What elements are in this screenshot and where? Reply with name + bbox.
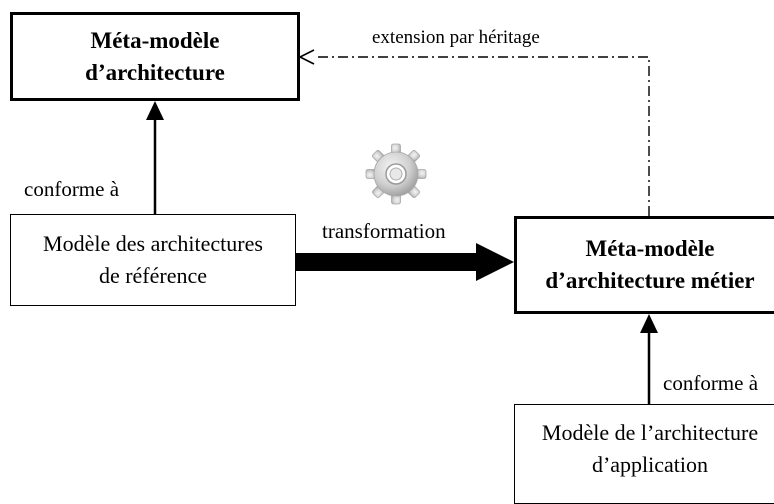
conforms-label-top: conforme à <box>24 177 120 201</box>
application-model-line1: Modèle de l’architecture <box>541 420 759 445</box>
application-model-line2: d’application <box>591 452 709 477</box>
reference-models-line2: de référence <box>98 263 208 288</box>
transformation-arrowhead <box>476 243 514 281</box>
meta-architecture-line2: d’architecture <box>85 59 225 85</box>
reference-models-box: Modèle des architectures de référence <box>10 214 296 306</box>
conforms-arrowhead-bottom <box>640 314 658 333</box>
meta-architecture-box: Méta-modèle d’architecture <box>10 12 300 101</box>
business-meta-model-line2: d’architecture métier <box>545 268 755 293</box>
transformation-label: transformation <box>322 219 446 243</box>
business-meta-model-box: Méta-modèle d’architecture métier <box>514 216 774 314</box>
conforms-arrowhead-top <box>146 101 164 120</box>
gear-icon <box>365 143 427 205</box>
business-meta-model-line1: Méta-modèle <box>585 236 715 261</box>
inheritance-label: extension par héritage <box>372 27 540 48</box>
transformation-arrow-shaft <box>296 253 478 271</box>
inheritance-link <box>314 56 650 216</box>
inheritance-arrowhead <box>298 49 315 65</box>
meta-architecture-line1: Méta-modèle <box>90 27 220 53</box>
reference-models-line1: Modèle des architectures <box>43 231 263 256</box>
application-model-box: Modèle de l’architecture d’application <box>514 404 774 504</box>
conforms-label-bottom: conforme à <box>663 371 759 395</box>
